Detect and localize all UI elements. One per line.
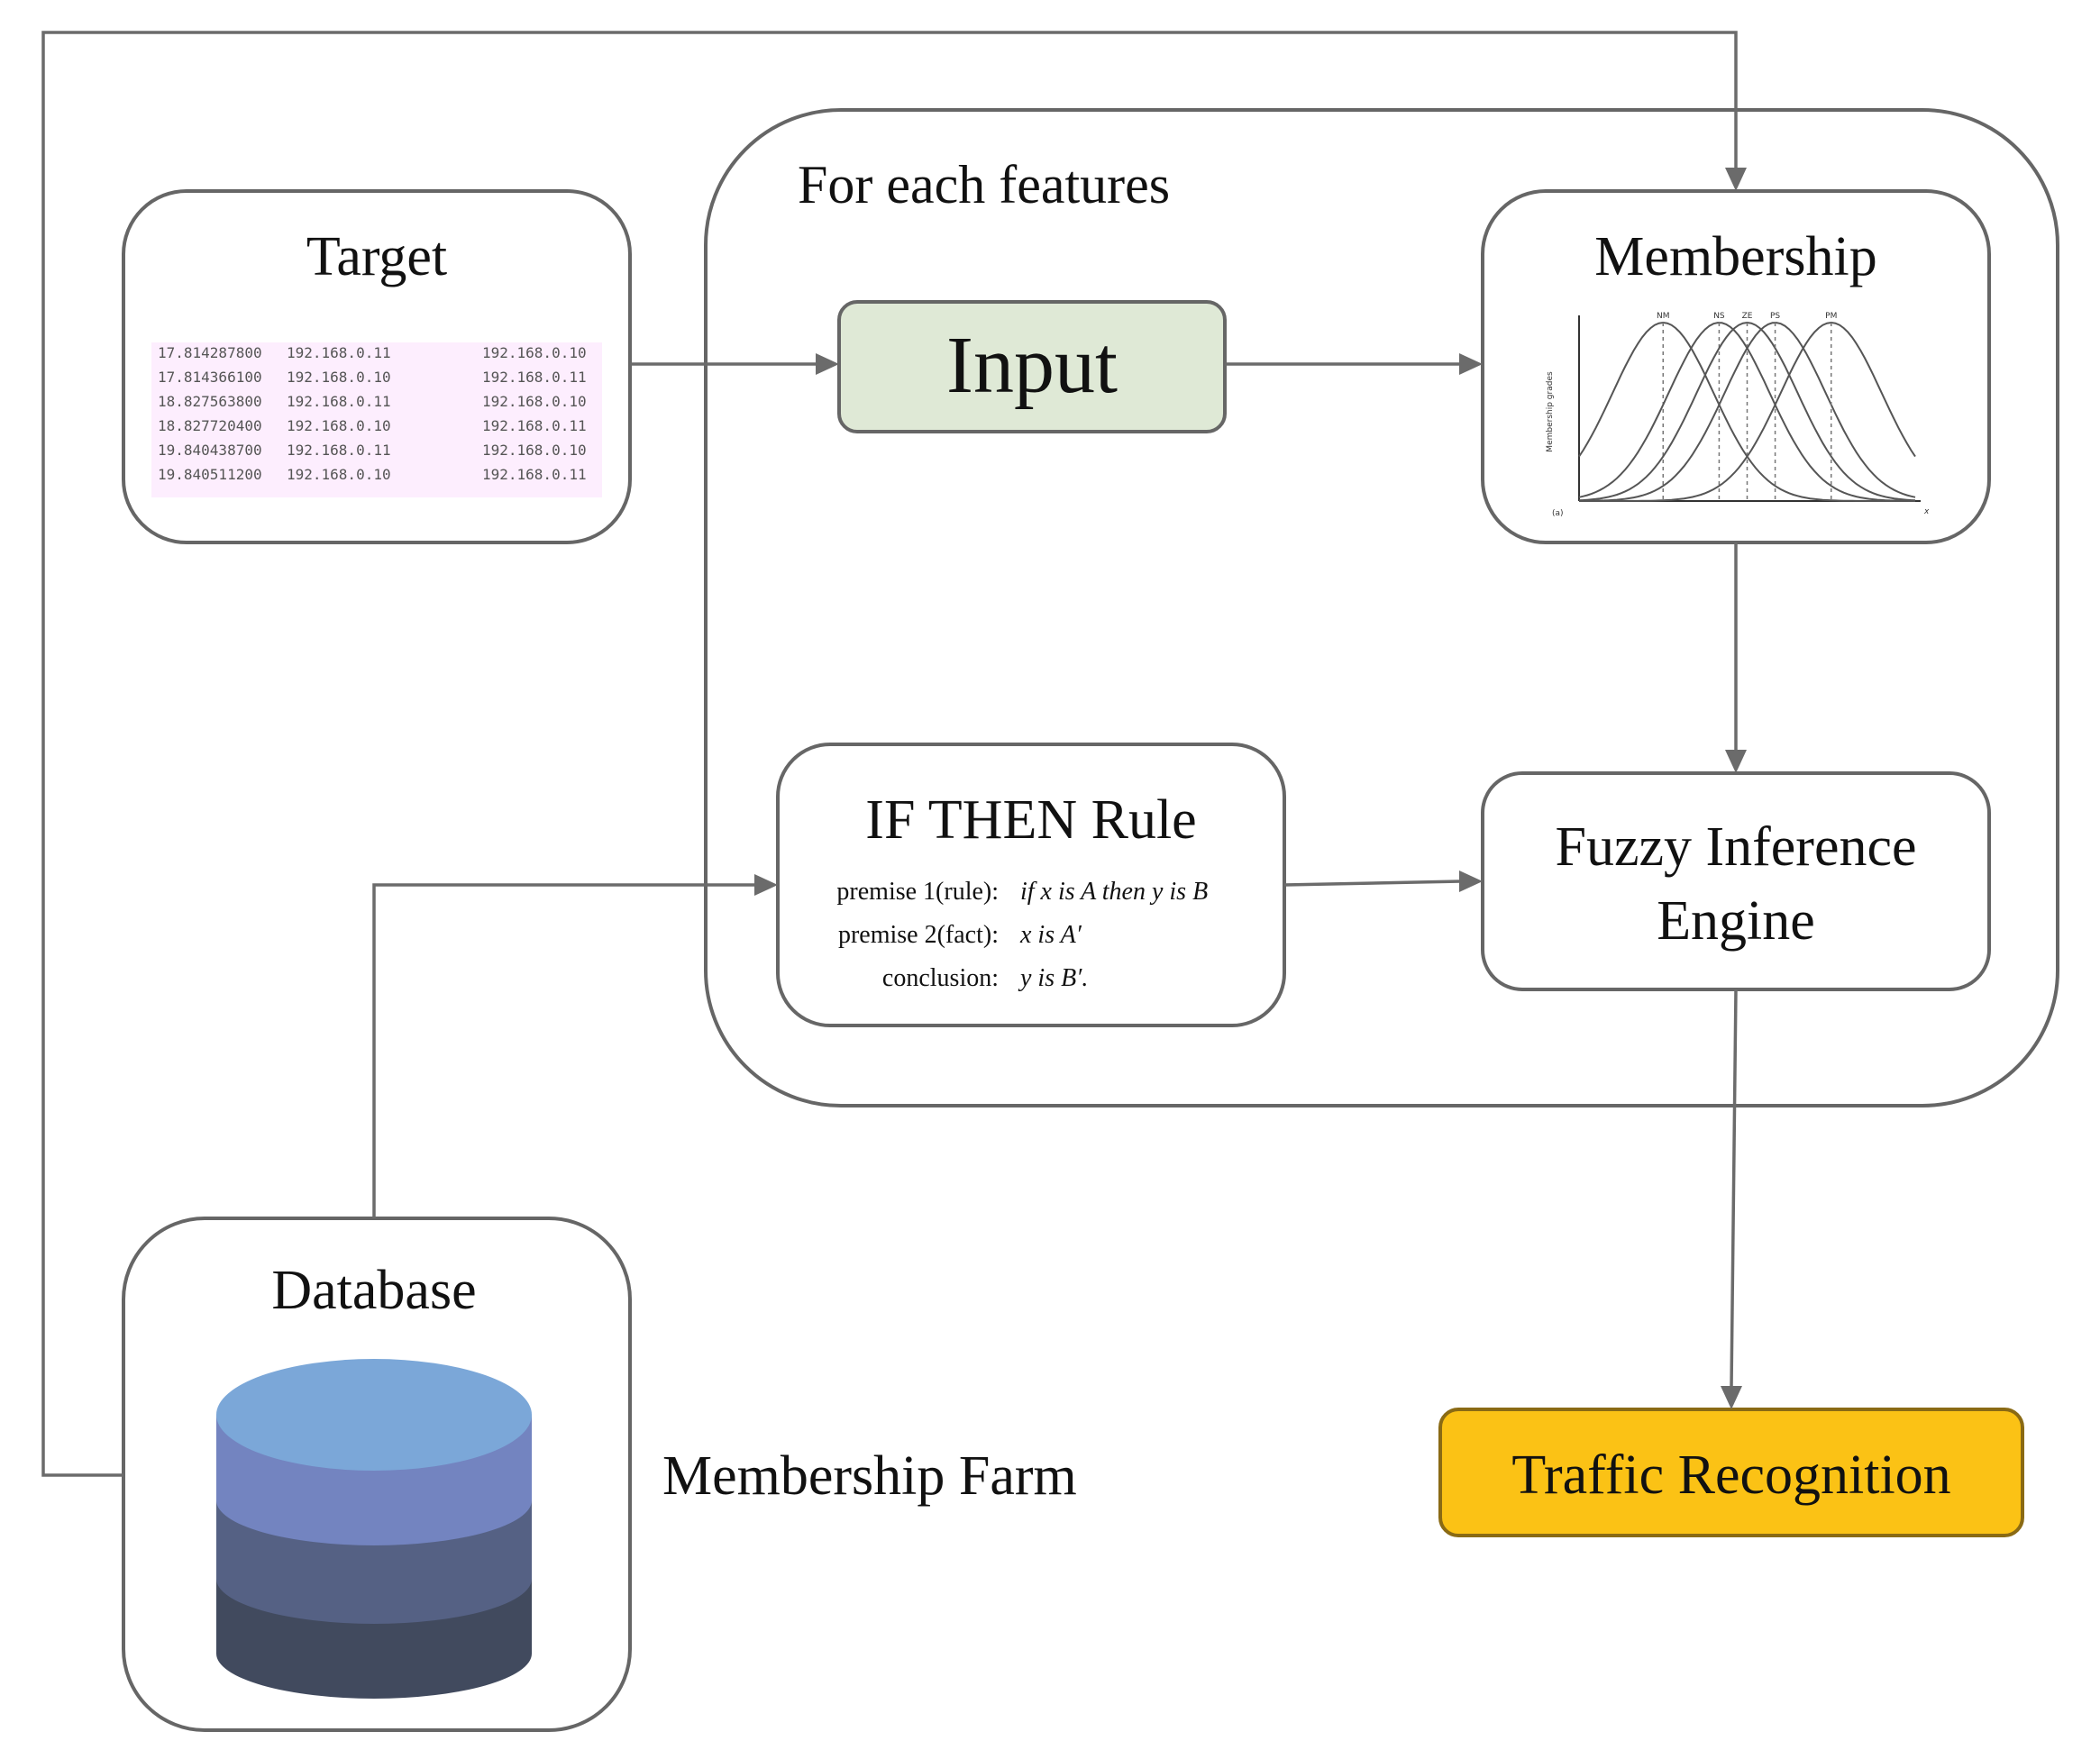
container-label: For each features	[798, 155, 1170, 214]
database-cylinder-icon	[216, 1359, 532, 1699]
target-table: 17.814287800 192.168.0.11 192.168.0.10 17.8…	[158, 344, 587, 483]
mf-curve-ps	[1579, 322, 1916, 502]
database-node: Database	[122, 1217, 632, 1732]
input-node: Input	[837, 300, 1227, 433]
mf-set-label: NS	[1713, 312, 1725, 321]
table-cell: 192.168.0.11	[482, 369, 587, 386]
rule-conclusion-text: y is B′.	[1018, 964, 1088, 992]
table-cell: 192.168.0.11	[287, 393, 391, 410]
table-cell: 18.827720400	[158, 417, 262, 434]
input-label: Input	[946, 321, 1118, 410]
arrow-database-to-rule	[372, 883, 756, 1218]
table-cell: 17.814287800	[158, 344, 262, 361]
traffic-recognition-label: Traffic Recognition	[1511, 1445, 1950, 1506]
target-node: Target 17.814287800 192.168.0.11 192.168.0…	[122, 189, 632, 544]
table-cell: 192.168.0.10	[482, 393, 587, 410]
table-cell: 192.168.0.10	[287, 466, 391, 483]
arrowhead	[754, 874, 778, 896]
table-cell: 19.840511200	[158, 466, 262, 483]
target-title: Target	[306, 226, 447, 287]
table-cell: 18.827563800	[158, 393, 262, 410]
arrow-rule-to-engine	[1283, 880, 1462, 887]
mf-set-label: PS	[1770, 312, 1780, 321]
arrowhead	[1459, 870, 1483, 892]
arrowhead	[1721, 1386, 1742, 1409]
mf-set-label: NM	[1657, 312, 1670, 321]
mf-set-label: PM	[1825, 312, 1837, 321]
mf-x-axis-symbol: x	[1923, 507, 1930, 516]
traffic-recognition-node: Traffic Recognition	[1438, 1408, 2024, 1537]
arrowhead	[1725, 168, 1747, 191]
rule-title: IF THEN Rule	[865, 789, 1196, 851]
arrowhead	[1725, 750, 1747, 773]
table-cell: 192.168.0.11	[287, 442, 391, 459]
table-cell: 19.840438700	[158, 442, 262, 459]
mf-set-label: ZE	[1742, 312, 1753, 321]
membership-function-chart: NM NS ZE PS PM Membership grades x (a)	[1546, 312, 1930, 518]
table-cell: 192.168.0.10	[287, 417, 391, 434]
table-cell: 192.168.0.10	[287, 369, 391, 386]
mf-panel-tag: (a)	[1552, 509, 1564, 518]
membership-node: Membership NM NS ZE PS PM Membership grades x (…	[1481, 189, 1991, 544]
table-cell: 192.168.0.10	[482, 344, 587, 361]
rule-node: IF THEN Rule premise 1(rule): if x is A …	[776, 743, 1286, 1027]
membership-farm-label: Membership Farm	[662, 1445, 1077, 1507]
mf-y-axis-label: Membership grades	[1546, 371, 1555, 452]
engine-label-line1: Fuzzy Inference	[1555, 816, 1916, 878]
inference-engine-node: Fuzzy Inference Engine	[1481, 771, 1991, 991]
arrowhead	[816, 353, 839, 375]
arrow-database-to-membership	[41, 31, 1738, 1477]
rule-conclusion-label: conclusion:	[882, 964, 999, 992]
rule-premise2-text: x is A′	[1019, 921, 1082, 949]
table-cell: 192.168.0.11	[482, 466, 587, 483]
table-cell: 192.168.0.11	[482, 417, 587, 434]
rule-premise1-label: premise 1(rule):	[836, 878, 999, 906]
arrow-engine-to-output	[1730, 989, 1738, 1389]
database-title: Database	[271, 1260, 476, 1321]
table-cell: 17.814366100	[158, 369, 262, 386]
rule-premise1-text: if x is A then y is B	[1020, 878, 1208, 906]
table-cell: 192.168.0.10	[482, 442, 587, 459]
rule-premise2-label: premise 2(fact):	[838, 921, 999, 949]
membership-title: Membership	[1594, 226, 1876, 287]
arrowhead	[1459, 353, 1483, 375]
engine-label-line2: Engine	[1657, 890, 1815, 952]
target-table-bg	[151, 342, 602, 497]
connectors	[41, 31, 1747, 1477]
mf-curve-pm	[1579, 321, 1916, 502]
table-cell: 192.168.0.11	[287, 344, 391, 361]
